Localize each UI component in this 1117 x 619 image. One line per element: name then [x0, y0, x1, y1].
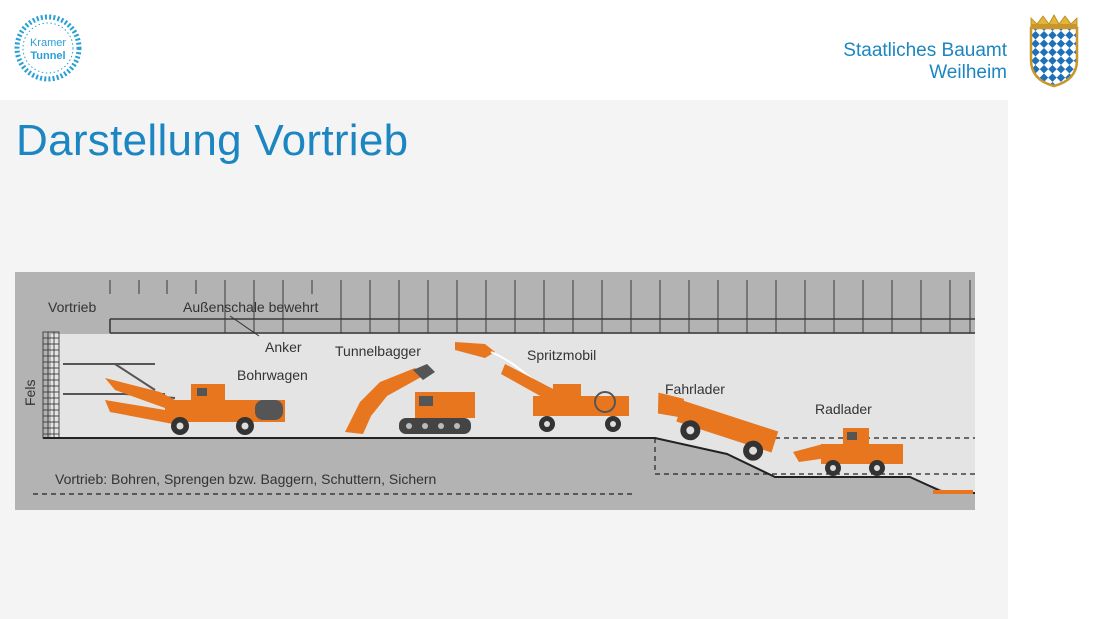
- label-fels: Fels: [22, 380, 38, 406]
- kramer-logo-line1: Kramer: [30, 37, 66, 49]
- excavation-profile: [33, 437, 975, 495]
- fahrlader-machine: [657, 392, 779, 461]
- page-title: Darstellung Vortrieb: [16, 116, 409, 165]
- label-anker: Anker: [265, 339, 302, 355]
- label-spritzmobil: Spritzmobil: [527, 347, 596, 363]
- kramer-logo-line2: Tunnel: [30, 50, 65, 62]
- org-name-line2: Weilheim: [929, 62, 1007, 83]
- header: Kramer Tunnel Staatliches Bauamt Weilhei…: [0, 0, 1117, 100]
- bohrwagen-machine: [63, 363, 285, 435]
- tunnel-excavation-diagram: Vortrieb Außenschale bewehrt Anker Bohrw…: [15, 272, 975, 510]
- label-tunnelbagger: Tunnelbagger: [335, 343, 421, 359]
- label-bohrwagen: Bohrwagen: [237, 367, 308, 383]
- radlader-machine: [793, 428, 903, 476]
- floor-marker: [933, 490, 973, 494]
- diagram-caption: Vortrieb: Bohren, Sprengen bzw. Baggern,…: [55, 471, 436, 487]
- label-fahrlader: Fahrlader: [665, 381, 725, 397]
- rock-face-grid: [42, 331, 60, 439]
- org-name-line1: Staatliches Bauamt: [843, 40, 1007, 61]
- tunnelbagger-machine: [345, 364, 475, 434]
- label-aussenschale: Außenschale bewehrt: [183, 299, 319, 315]
- spritzmobil-machine: [455, 342, 629, 432]
- kramer-tunnel-logo: Kramer Tunnel: [12, 12, 84, 84]
- anker-leader-line: [229, 315, 260, 337]
- label-radlader: Radlader: [815, 401, 872, 417]
- org-name: Staatliches Bauamt Weilheim: [843, 40, 1007, 84]
- label-vortrieb: Vortrieb: [48, 299, 96, 315]
- bavarian-coat-of-arms-icon: [1027, 14, 1081, 88]
